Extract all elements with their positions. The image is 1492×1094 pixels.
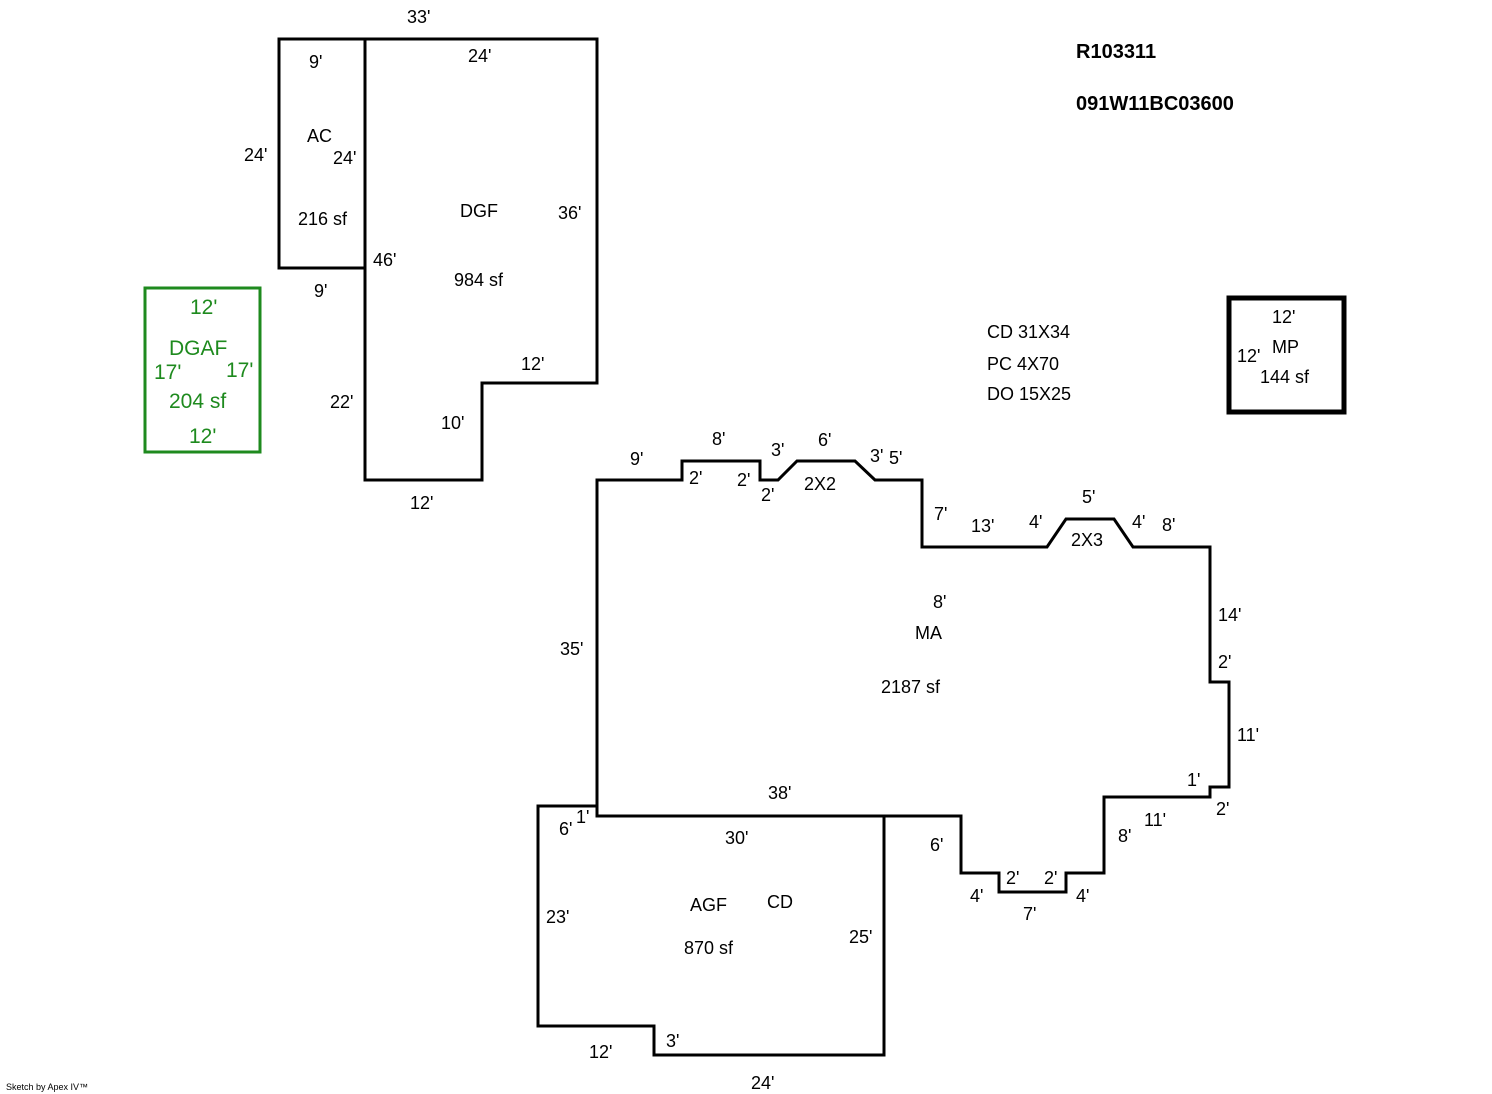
ma-dim-31: 8' bbox=[933, 592, 946, 612]
ma-dim-7: 6' bbox=[818, 430, 831, 450]
agf-tag: CD bbox=[767, 892, 793, 912]
account-number: R103311 bbox=[1076, 41, 1156, 63]
agf-dim-bottom: 24' bbox=[751, 1073, 774, 1093]
dgaf-name: DGAF bbox=[169, 337, 227, 360]
agf-dim-left-top: 6' bbox=[559, 819, 572, 839]
ma-dim-12: 4' bbox=[1029, 512, 1042, 532]
agf-dim-right: 25' bbox=[849, 927, 872, 947]
agf-dim-top: 30' bbox=[725, 828, 748, 848]
ma-bay-1: 2X2 bbox=[804, 474, 836, 494]
ac-dim-right: 24' bbox=[333, 148, 356, 168]
dgf-dim-left-lower: 22' bbox=[330, 392, 353, 412]
map-number: 091W11BC03600 bbox=[1076, 93, 1234, 115]
dgaf-outline bbox=[143, 286, 262, 454]
agf-area: 870 sf bbox=[684, 938, 734, 958]
dgf-dim-right: 36' bbox=[558, 203, 581, 223]
ma-dim-28: 6' bbox=[930, 835, 943, 855]
dgf-dim-step-top: 12' bbox=[521, 354, 544, 374]
ma-dim-15: 8' bbox=[1162, 515, 1175, 535]
agf-dim-bottom-left: 12' bbox=[589, 1042, 612, 1062]
ma-dim-4: 2' bbox=[737, 470, 750, 490]
dgf-dim-bottom: 12' bbox=[410, 493, 433, 513]
dgf-outline bbox=[363, 37, 599, 482]
ma-dim-11: 13' bbox=[971, 516, 994, 536]
ma-dim-26: 7' bbox=[1023, 904, 1036, 924]
ma-dim-23: 4' bbox=[1076, 886, 1089, 906]
dgf-dim-top: 24' bbox=[468, 46, 491, 66]
ma-dim-9: 5' bbox=[889, 448, 902, 468]
ma-dim-17: 2' bbox=[1218, 652, 1231, 672]
ma-dim-3: 2' bbox=[689, 468, 702, 488]
note-do: DO 15X25 bbox=[987, 384, 1071, 404]
ma-dim-20: 2' bbox=[1216, 799, 1229, 819]
note-pc: PC 4X70 bbox=[987, 354, 1059, 374]
dgaf-dim-bottom: 12' bbox=[189, 425, 216, 448]
ac-name: AC bbox=[307, 126, 332, 146]
ma-dim-18: 11' bbox=[1237, 725, 1259, 745]
ma-dim-5: 3' bbox=[771, 440, 784, 460]
ac-area: 216 sf bbox=[298, 209, 348, 229]
ma-dim-14: 4' bbox=[1132, 512, 1145, 532]
ma-dim-21: 11' bbox=[1144, 810, 1166, 830]
agf-dim-left: 23' bbox=[546, 907, 569, 927]
ma-dim-8: 3' bbox=[870, 446, 883, 466]
ma-dim-19: 1' bbox=[1187, 770, 1200, 790]
ma-outline bbox=[595, 459, 1231, 894]
ma-dim-2: 8' bbox=[712, 429, 725, 449]
ma-dim-10: 7' bbox=[934, 504, 947, 524]
ma-dim-29: 38' bbox=[768, 783, 791, 803]
ma-dim-1: 9' bbox=[630, 449, 643, 469]
ma-dim-24: 2' bbox=[1044, 868, 1057, 888]
sketch-credit: Sketch by Apex IV™ bbox=[6, 1082, 88, 1092]
dgaf-area: 204 sf bbox=[169, 390, 226, 413]
ma-dim-25: 2' bbox=[1006, 868, 1019, 888]
agf-dim-notch: 1' bbox=[576, 807, 589, 827]
mp-dim-left: 12' bbox=[1237, 346, 1260, 366]
mp-area: 144 sf bbox=[1260, 367, 1310, 387]
ac-dim-top-total: 33' bbox=[407, 7, 430, 27]
ma-dim-6: 2' bbox=[761, 485, 774, 505]
ac-dim-left: 24' bbox=[244, 145, 267, 165]
ma-name: MA bbox=[915, 623, 942, 643]
dgaf-dim-right: 17' bbox=[226, 359, 253, 382]
dgf-dim-step-side: 10' bbox=[441, 413, 464, 433]
dgf-area: 984 sf bbox=[454, 270, 504, 290]
ma-dim-13: 5' bbox=[1082, 487, 1095, 507]
ma-bay-2: 2X3 bbox=[1071, 530, 1103, 550]
ac-dim-bottom: 9' bbox=[314, 281, 327, 301]
dgf-dim-left: 46' bbox=[373, 250, 396, 270]
agf-outline bbox=[536, 804, 886, 1057]
ma-dim-27: 4' bbox=[970, 886, 983, 906]
dgf-name: DGF bbox=[460, 201, 498, 221]
ac-dim-top: 9' bbox=[309, 52, 322, 72]
agf-name: AGF bbox=[690, 895, 727, 915]
ma-dim-30: 35' bbox=[560, 639, 583, 659]
dgaf-dim-left: 17' bbox=[154, 361, 181, 384]
mp-outline bbox=[1226, 295, 1347, 415]
dgaf-dim-top: 12' bbox=[190, 296, 217, 319]
ma-area: 2187 sf bbox=[881, 677, 941, 697]
note-cd: CD 31X34 bbox=[987, 322, 1070, 342]
ma-dim-22: 8' bbox=[1118, 826, 1131, 846]
mp-name: MP bbox=[1272, 337, 1299, 357]
agf-dim-step: 3' bbox=[666, 1031, 679, 1051]
ma-dim-16: 14' bbox=[1218, 605, 1241, 625]
mp-dim-top: 12' bbox=[1272, 307, 1295, 327]
